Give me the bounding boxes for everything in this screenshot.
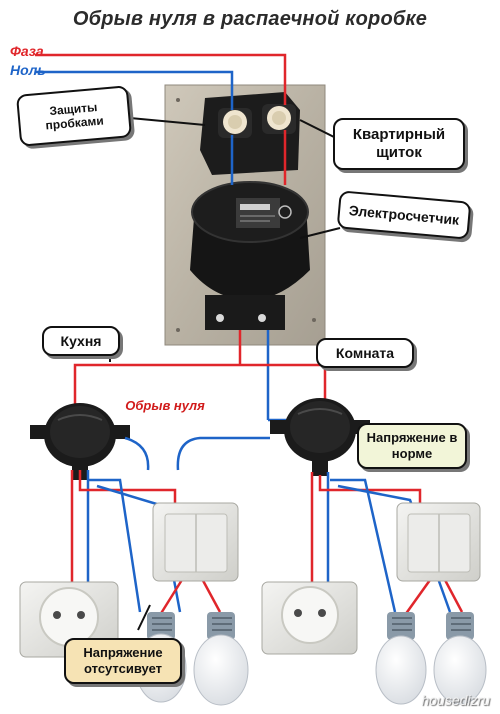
room-wiring [310,472,464,616]
kitchen-junction-box [30,403,130,480]
neutral-break-label: Обрыв нуля [125,398,205,413]
fuses-callout: Защиты пробками [15,85,133,147]
page-title: Обрыв нуля в распаечной коробке [72,8,428,30]
kitchen-callout: Кухня [42,326,120,356]
voltage-ok-callout: Напряжение в норме [357,423,467,469]
room-socket [261,581,358,655]
room-bulb-right [433,612,487,705]
voltage-missing-callout: Напряжение отсутсивует [64,638,182,684]
room-switch [396,502,481,582]
kitchen-bulb-right [193,612,249,706]
panel-callout: Квартирный щиток [333,118,465,170]
room-junction-box [270,398,370,476]
room-bulb-left [375,612,427,705]
room-callout: Комната [316,338,414,368]
electricity-meter [190,181,310,330]
watermark: housеdizru [421,692,491,708]
phase-wire-label: Фаза [10,43,44,59]
kitchen-switch [152,502,239,582]
fuse-block [200,92,300,175]
neutral-wire-label: Ноль [10,62,46,78]
broken-neutral-wire [124,436,270,471]
